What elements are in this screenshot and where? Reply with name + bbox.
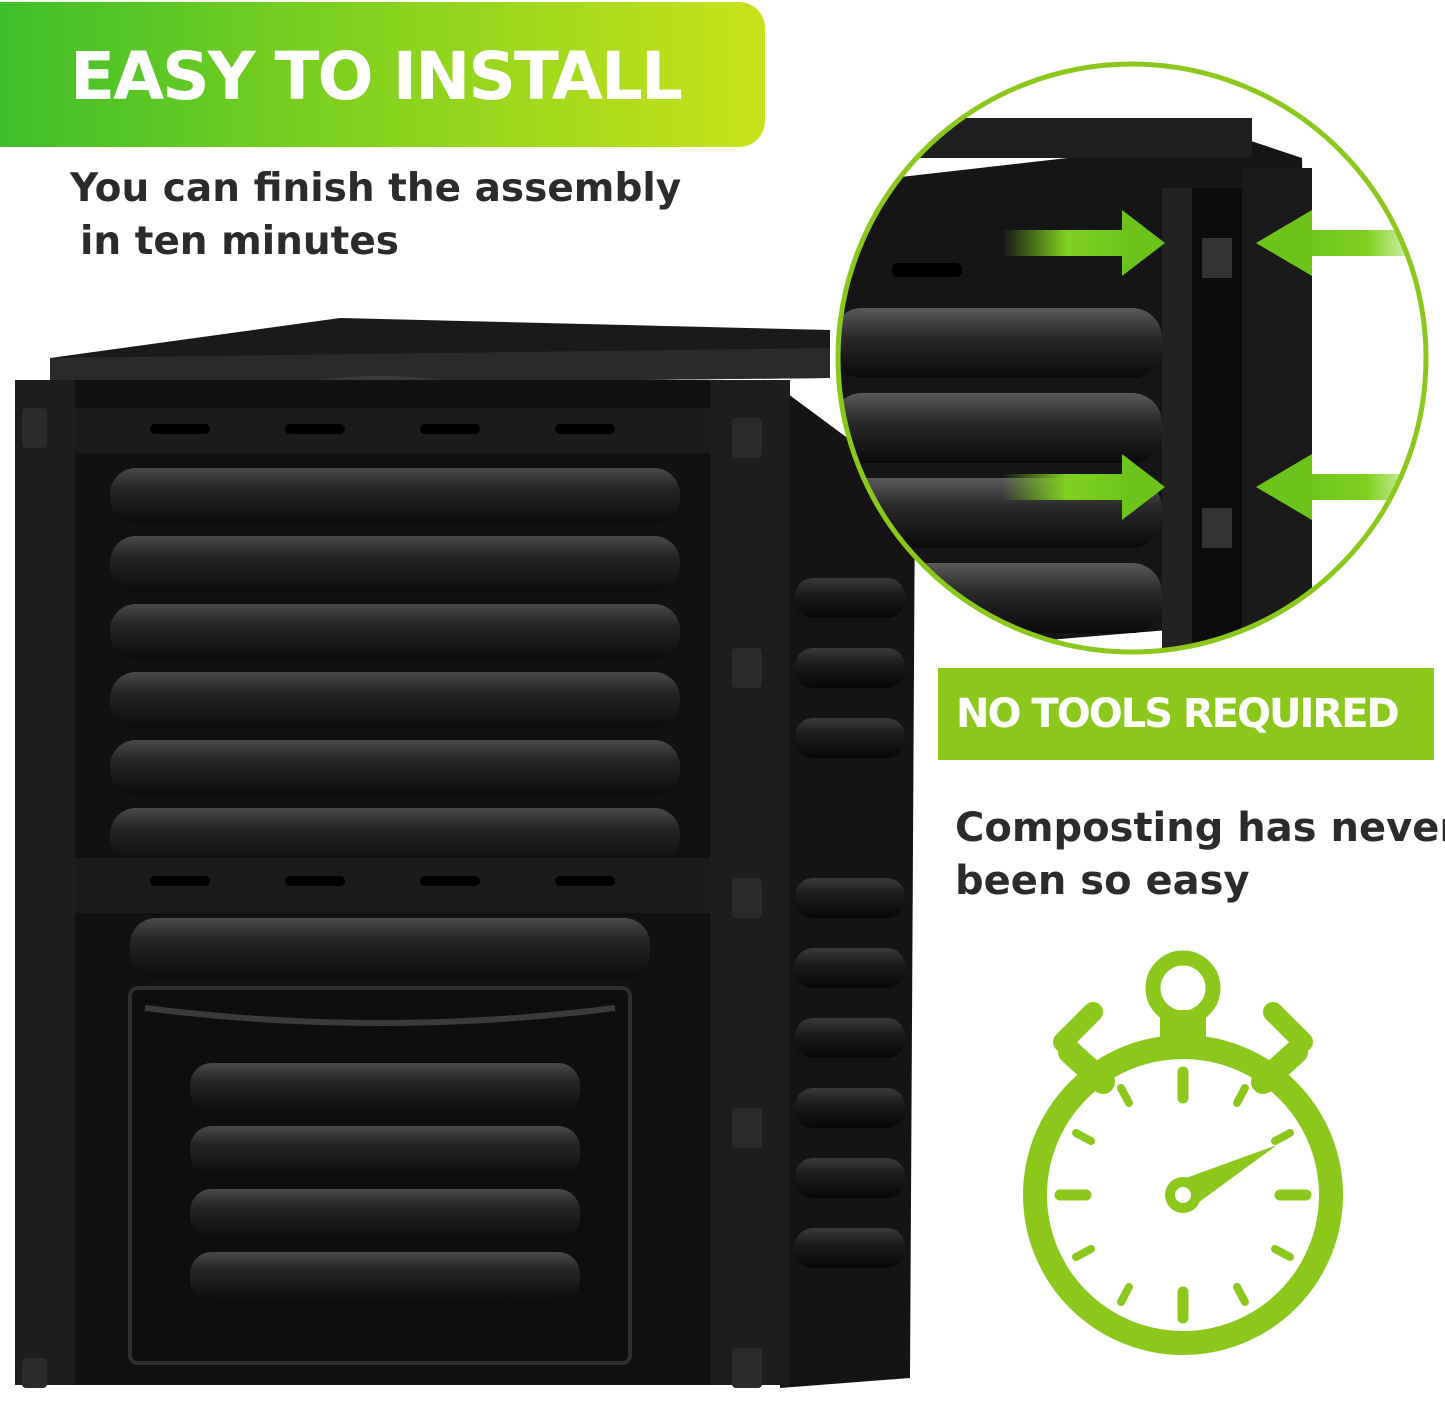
closeup-circle bbox=[835, 61, 1429, 655]
header-banner: EASY TO INSTALL bbox=[0, 2, 765, 147]
subtitle-line-2: in ten minutes bbox=[80, 219, 399, 264]
side-ribs bbox=[795, 578, 905, 1268]
tagline-line-2: been so easy bbox=[955, 858, 1250, 904]
stopwatch-icon bbox=[1023, 950, 1343, 1355]
hatch-ribs bbox=[190, 1063, 580, 1302]
subtitle-line-1: You can finish the assembly bbox=[70, 166, 682, 211]
no-tools-label: NO TOOLS REQUIRED bbox=[956, 691, 1400, 737]
compost-bin-image bbox=[15, 318, 915, 1388]
no-tools-badge: NO TOOLS REQUIRED bbox=[938, 668, 1434, 760]
arrow-right-icon bbox=[1002, 210, 1165, 276]
arrow-right-icon bbox=[1002, 454, 1165, 520]
front-ribs-upper bbox=[110, 468, 680, 864]
header-title: EASY TO INSTALL bbox=[70, 38, 683, 115]
tagline-line-1: Composting has never bbox=[955, 805, 1445, 851]
